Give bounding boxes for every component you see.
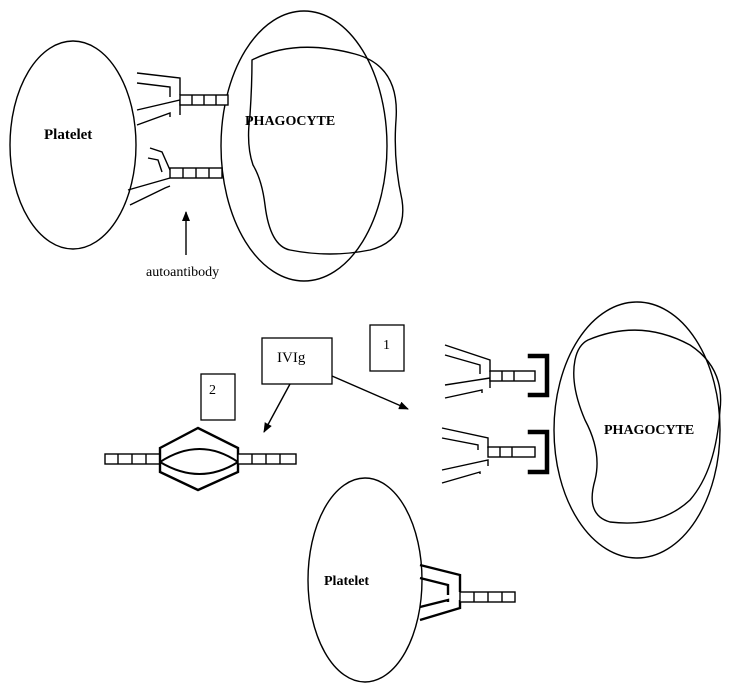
fc-receptor-block-upper [445, 345, 547, 398]
phagocyte-top-outer [221, 11, 387, 281]
fc-receptor-block-lower [442, 428, 547, 483]
autoantibody-label: autoantibody [146, 265, 219, 280]
platelet-top-label: Platelet [44, 127, 92, 143]
phagocyte-top-label: PHAGOCYTE [245, 114, 335, 129]
autoantibody-upper [137, 73, 228, 125]
top-panel: Platelet PHAGOCYTE autoantibody [10, 11, 403, 281]
step-1-label: 1 [383, 338, 390, 353]
platelet-bound-antibody [420, 565, 515, 620]
anti-idiotype-complex [105, 428, 296, 490]
platelet-bottom-label: Platelet [324, 574, 369, 589]
phagocyte-bottom-label: PHAGOCYTE [604, 423, 694, 438]
ivig-arrow-to-step-2 [264, 384, 290, 432]
ivig-arrow-to-step-1 [332, 376, 408, 409]
platelet-top-shape [10, 41, 136, 249]
bottom-panel: IVIg 1 2 PHAGOCYTE [105, 302, 721, 682]
step-2-box [201, 374, 235, 420]
autoantibody-lower [128, 148, 222, 205]
ivig-label: IVIg [277, 350, 306, 366]
phagocyte-top-nucleus [249, 47, 403, 254]
step-2-label: 2 [209, 383, 216, 398]
